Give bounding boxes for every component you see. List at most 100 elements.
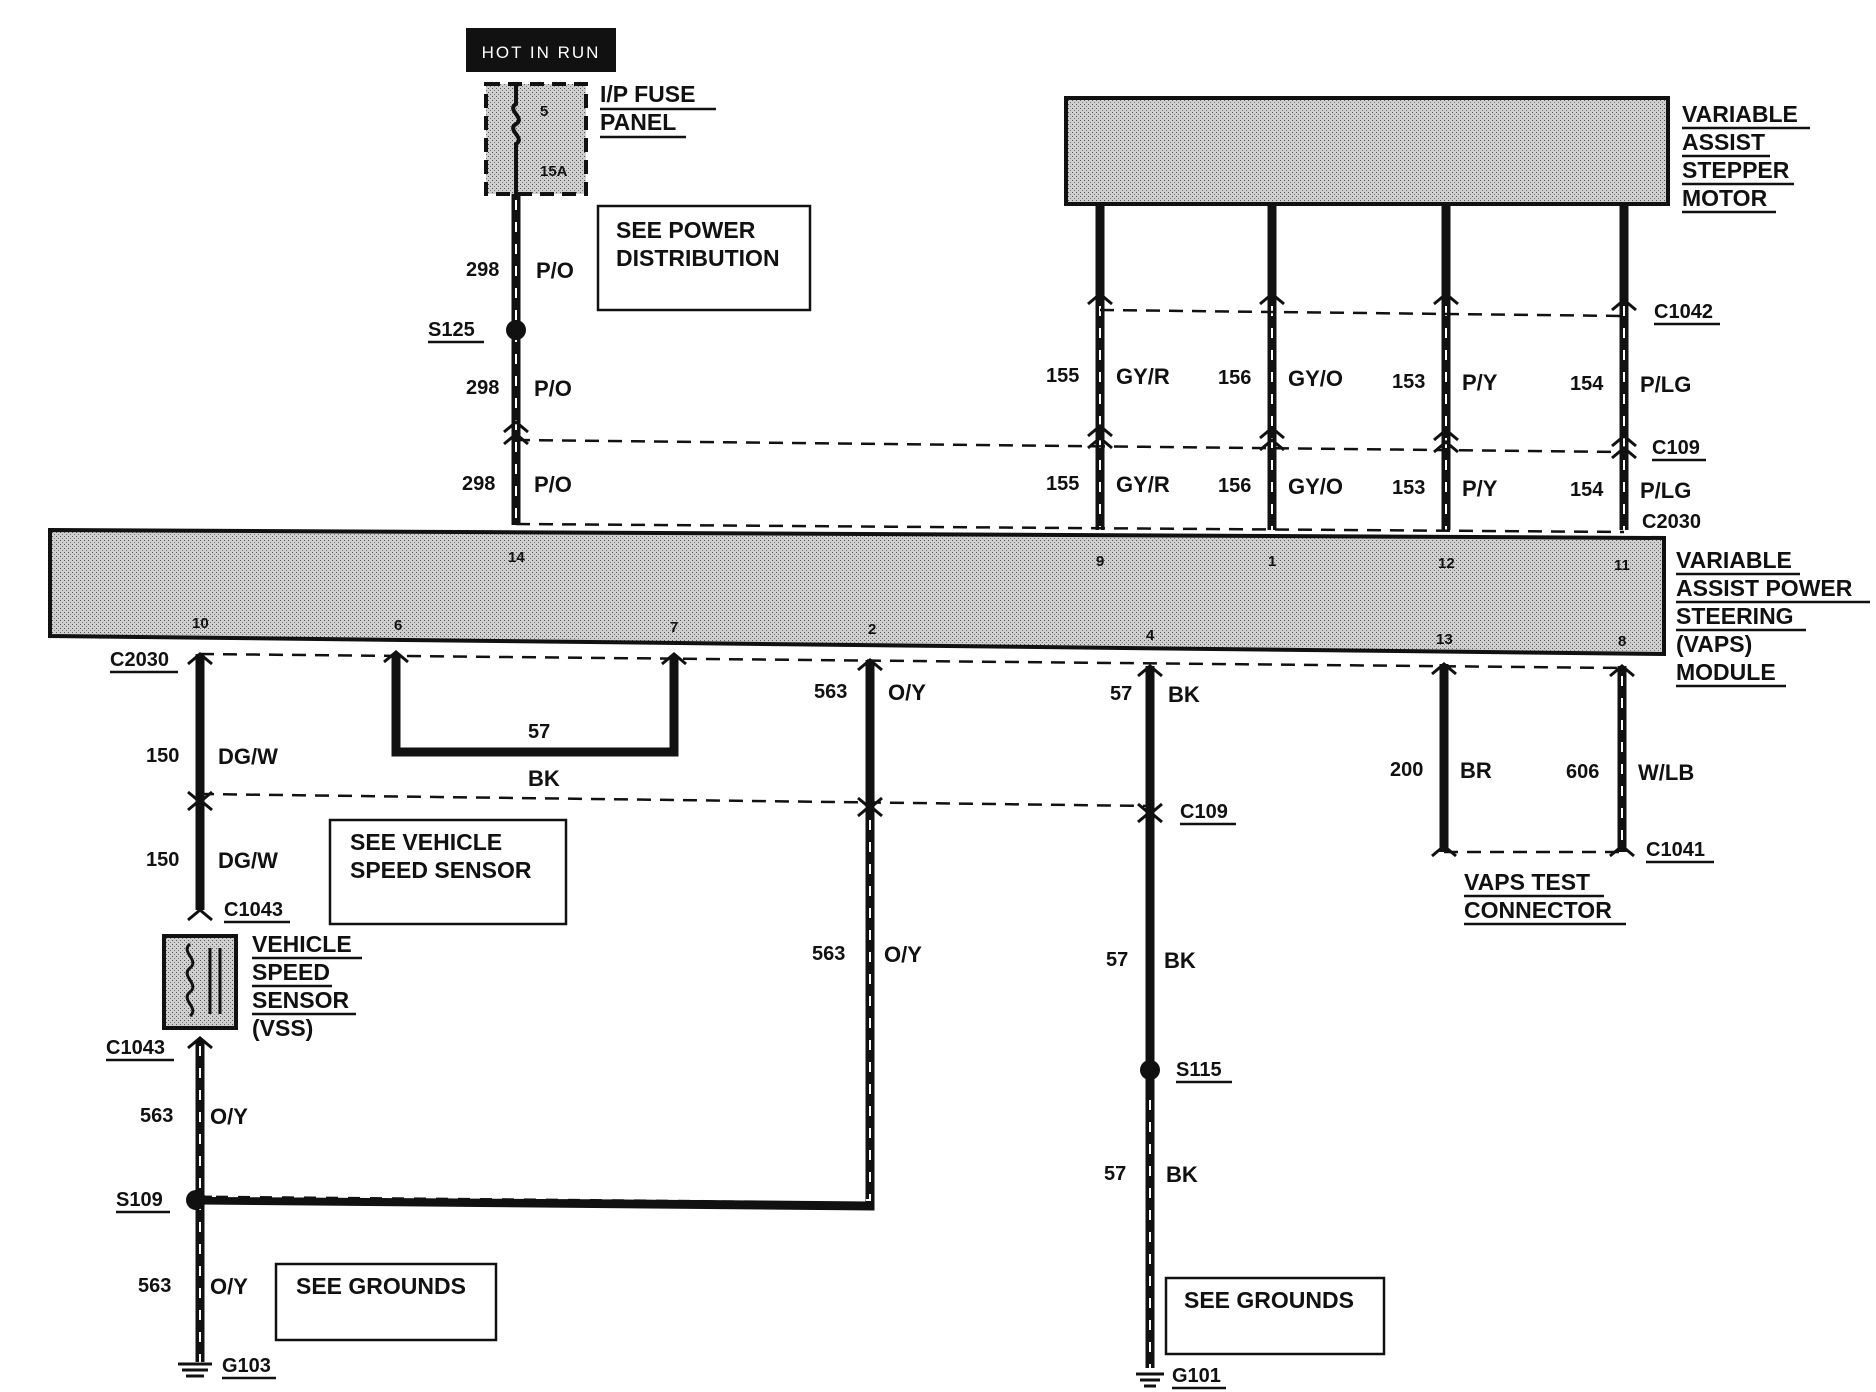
svg-text:10: 10: [192, 615, 209, 632]
svg-text:150: 150: [146, 745, 179, 767]
vehicle-speed-sensor: [162, 934, 238, 1030]
svg-text:P/LG: P/LG: [1640, 372, 1691, 397]
svg-text:156: 156: [1218, 475, 1251, 497]
svg-text:BR: BR: [1460, 758, 1492, 783]
svg-text:SEE POWER: SEE POWER: [616, 217, 756, 243]
svg-text:O/Y: O/Y: [210, 1274, 248, 1299]
svg-text:57: 57: [528, 721, 550, 743]
stepper-wires: [1095, 204, 1629, 530]
vaps-module: [48, 527, 1666, 657]
svg-text:W/LB: W/LB: [1638, 760, 1694, 785]
svg-text:VAPS TEST: VAPS TEST: [1464, 869, 1590, 895]
svg-text:(VAPS): (VAPS): [1676, 631, 1752, 657]
svg-text:SPEED SENSOR: SPEED SENSOR: [350, 857, 532, 883]
svg-text:HOT IN RUN: HOT IN RUN: [482, 43, 601, 62]
svg-text:C2030: C2030: [1642, 511, 1701, 533]
svg-text:155: 155: [1046, 473, 1079, 495]
svg-text:156: 156: [1218, 367, 1251, 389]
svg-text:C1043: C1043: [224, 899, 283, 921]
svg-text:153: 153: [1392, 477, 1425, 499]
svg-text:13: 13: [1436, 631, 1453, 648]
svg-text:11: 11: [1614, 557, 1630, 574]
svg-text:BK: BK: [1164, 948, 1196, 973]
connector-c109-top-line: [515, 438, 1625, 454]
fuse-panel-label-2: PANEL: [600, 109, 676, 135]
svg-text:VARIABLE: VARIABLE: [1682, 101, 1798, 127]
fuse-panel: 5 15A: [484, 82, 588, 196]
svg-text:O/Y: O/Y: [884, 942, 922, 967]
vaps-test-connector-label: VAPS TEST CONNECTOR: [1464, 869, 1626, 926]
svg-text:ASSIST: ASSIST: [1682, 129, 1765, 155]
connector-c109-bottom-line: [199, 792, 1151, 808]
svg-text:STEERING: STEERING: [1676, 603, 1794, 629]
svg-text:C109: C109: [1652, 437, 1700, 459]
svg-text:150: 150: [146, 849, 179, 871]
splice-s125: [506, 320, 526, 340]
svg-text:15A: 15A: [540, 163, 568, 180]
svg-text:SENSOR: SENSOR: [252, 987, 350, 1013]
see-grounds-box-right: SEE GROUNDS: [1164, 1276, 1386, 1356]
svg-text:GY/R: GY/R: [1116, 364, 1170, 389]
svg-text:12: 12: [1438, 555, 1455, 572]
svg-text:7: 7: [670, 619, 678, 636]
svg-text:SPEED: SPEED: [252, 959, 330, 985]
svg-text:G103: G103: [222, 1355, 271, 1377]
svg-text:298: 298: [462, 473, 495, 495]
jumper-loop-57: [391, 654, 679, 757]
svg-text:14: 14: [508, 549, 525, 566]
svg-text:8: 8: [1618, 633, 1626, 650]
svg-text:298: 298: [466, 259, 499, 281]
svg-text:4: 4: [1146, 627, 1155, 644]
svg-text:S125: S125: [428, 319, 475, 341]
stepper-motor-label: VARIABLE ASSIST STEPPER MOTOR: [1682, 101, 1810, 214]
svg-text:STEPPER: STEPPER: [1682, 157, 1790, 183]
svg-text:P/Y: P/Y: [1462, 370, 1498, 395]
svg-text:C2030: C2030: [110, 649, 169, 671]
svg-text:563: 563: [140, 1105, 173, 1127]
svg-text:298: 298: [466, 377, 499, 399]
svg-text:G101: G101: [1172, 1365, 1221, 1387]
connector-chevrons-top: [1087, 292, 1637, 460]
svg-text:ASSIST POWER: ASSIST POWER: [1676, 575, 1853, 601]
svg-text:563: 563: [814, 681, 847, 703]
splice-s109: [186, 1190, 206, 1210]
svg-text:P/O: P/O: [534, 376, 572, 401]
svg-text:DG/W: DG/W: [218, 744, 278, 769]
svg-text:CONNECTOR: CONNECTOR: [1464, 897, 1612, 923]
see-grounds-box-left: SEE GROUNDS: [274, 1262, 498, 1342]
fuse-panel-label: I/P FUSE: [600, 81, 695, 107]
svg-text:BK: BK: [1166, 1162, 1198, 1187]
svg-text:P/Y: P/Y: [1462, 476, 1498, 501]
svg-text:C109: C109: [1180, 801, 1228, 823]
svg-text:S109: S109: [116, 1189, 163, 1211]
svg-text:154: 154: [1570, 373, 1604, 395]
svg-text:5: 5: [540, 103, 548, 120]
sensor-coil-icon: [185, 942, 195, 1018]
svg-text:563: 563: [812, 943, 845, 965]
connector-c2030-top-line: [515, 522, 1625, 534]
svg-text:BK: BK: [528, 766, 560, 791]
svg-text:SEE GROUNDS: SEE GROUNDS: [1184, 1287, 1354, 1313]
svg-text:(VSS): (VSS): [252, 1015, 313, 1041]
svg-text:S115: S115: [1176, 1059, 1222, 1081]
svg-text:MODULE: MODULE: [1676, 659, 1776, 685]
connector-c2030-bottom-line: [199, 652, 1625, 670]
svg-text:1: 1: [1268, 553, 1276, 570]
hot-in-run-block: HOT IN RUN: [466, 28, 616, 72]
see-vehicle-speed-sensor-box: SEE VEHICLE SPEED SENSOR: [328, 818, 568, 926]
svg-text:MOTOR: MOTOR: [1682, 185, 1768, 211]
splice-s115: [1140, 1060, 1160, 1080]
connector-c1042-line: [1099, 308, 1625, 318]
ground-g101-icon: [1136, 1372, 1164, 1388]
svg-text:57: 57: [1106, 949, 1128, 971]
vaps-module-label: VARIABLE ASSIST POWER STEERING (VAPS) MO…: [1676, 547, 1870, 688]
svg-text:154: 154: [1570, 479, 1604, 501]
svg-text:9: 9: [1096, 553, 1104, 570]
svg-text:O/Y: O/Y: [888, 680, 926, 705]
svg-text:GY/O: GY/O: [1288, 366, 1343, 391]
svg-text:P/O: P/O: [534, 472, 572, 497]
module-pin-labels: 14 9 1 12 11 10 6 7 2 4 13 8: [192, 549, 1630, 650]
svg-text:C1041: C1041: [1646, 839, 1705, 861]
vss-label: VEHICLE SPEED SENSOR (VSS): [252, 931, 362, 1041]
